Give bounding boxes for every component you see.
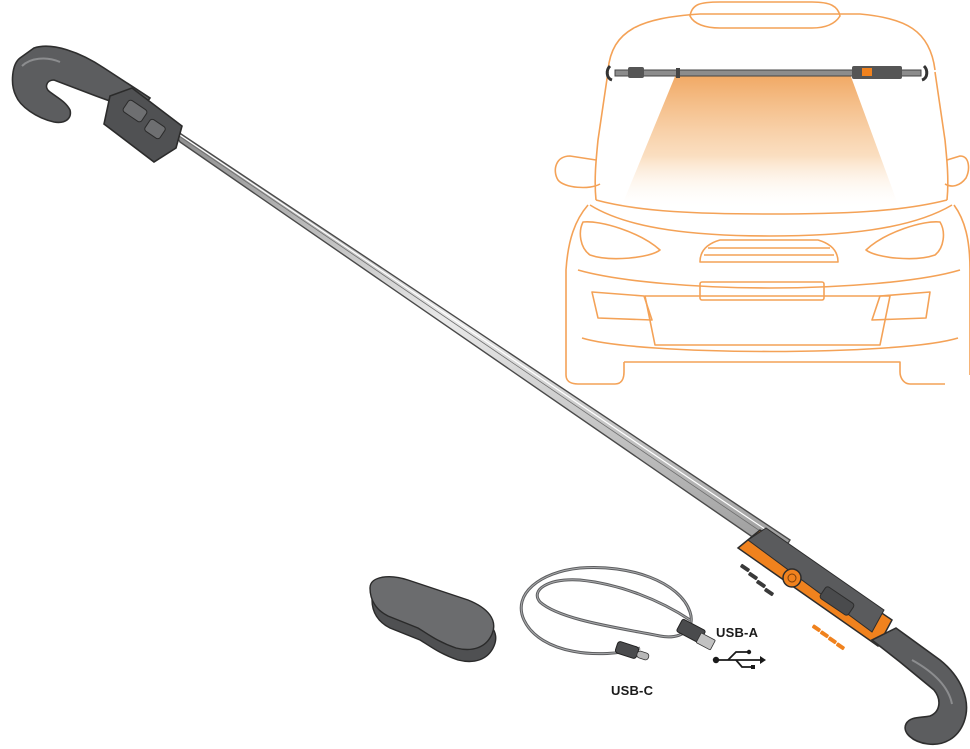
bottom-hook xyxy=(870,627,968,746)
top-end-cap xyxy=(103,87,183,163)
usb-c-connector xyxy=(614,641,650,661)
left-mirror xyxy=(554,155,601,189)
usb-a-label: USB-A xyxy=(716,625,759,640)
vent-slots-left xyxy=(740,563,774,597)
lower-grille xyxy=(644,295,891,346)
car-illustration xyxy=(554,1,970,385)
left-fog-lamp xyxy=(591,291,653,321)
car-cab-outline xyxy=(607,13,936,71)
usb-a-connector xyxy=(676,618,716,651)
usb-cable xyxy=(519,565,716,661)
light-beam xyxy=(620,74,900,210)
usb-c-label: USB-C xyxy=(611,683,654,698)
charging-port-cover[interactable] xyxy=(819,586,855,617)
top-hook xyxy=(11,45,152,124)
right-headlight xyxy=(865,221,945,260)
mounted-light-bar xyxy=(605,64,929,82)
right-mirror xyxy=(944,155,970,187)
right-fog-lamp xyxy=(871,291,931,321)
magnetic-clip-accessory xyxy=(369,576,497,663)
license-plate xyxy=(699,281,825,301)
light-bar xyxy=(11,45,968,746)
usb-symbol-icon xyxy=(712,649,766,669)
power-button-icon[interactable] xyxy=(782,568,802,588)
car-roof-spoiler xyxy=(689,1,841,29)
upper-grille xyxy=(699,239,839,263)
vent-slots-right xyxy=(811,624,845,651)
left-headlight xyxy=(579,221,661,260)
